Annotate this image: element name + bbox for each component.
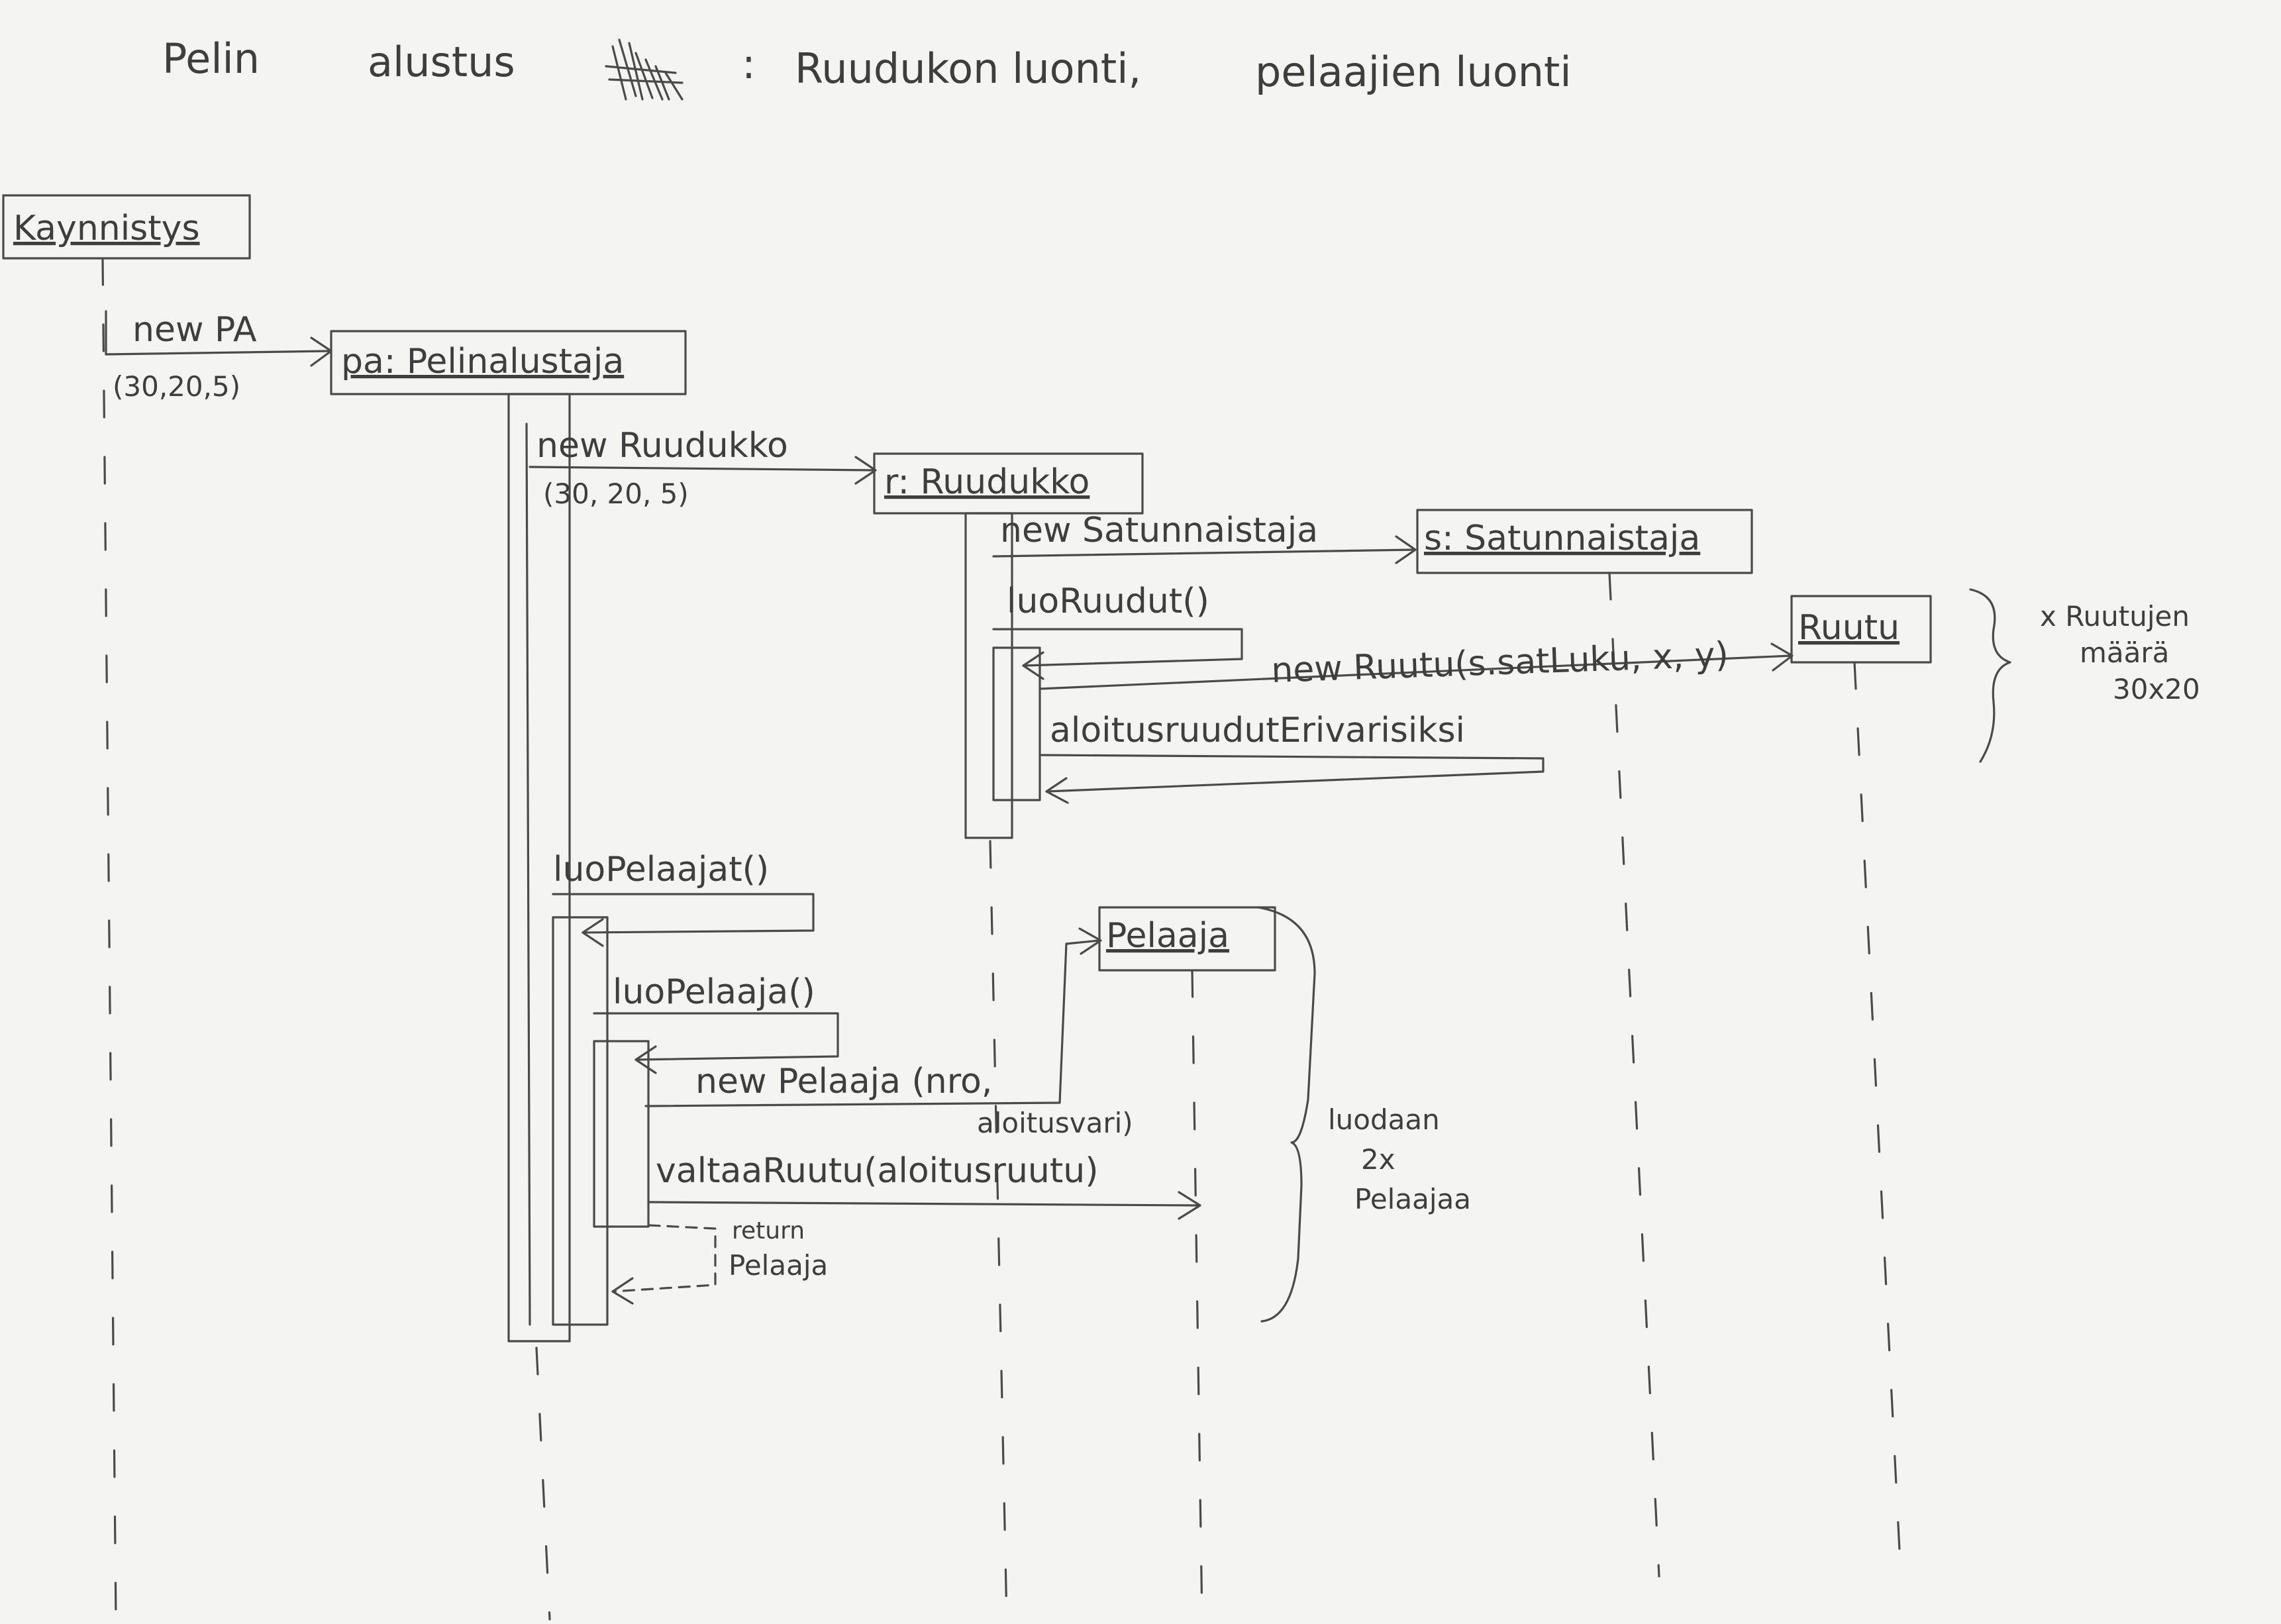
msg-luo-pelaaja: luoPelaaja() (613, 972, 815, 1012)
message-new-ruutu: new Ruutu(s.satLuku, x, y) (1039, 635, 1794, 691)
activation-luo-ruudut (992, 646, 1041, 801)
msg-new-ruudukko-args: (30, 20, 5) (543, 478, 689, 510)
scribble-mark (605, 38, 684, 101)
note-ruutujen-line3: 30x20 (2113, 673, 2200, 705)
brace-pelaaja (1257, 906, 1316, 1323)
lifeline-kaynnistys (101, 257, 117, 1621)
message-aloitusruudut: aloitusruudutErivarisiksi (1039, 711, 1545, 804)
activation-ruudukko (964, 512, 1013, 839)
note-luodaan: luodaan 2x Pelaajaa (1257, 906, 1471, 1323)
arrow-new-ruutu (1039, 654, 1793, 690)
msg-aloitusruudut: aloitusruudutErivarisiksi (1050, 711, 1465, 750)
message-new-pelaaja: new Pelaaja (nro, aloitusvari) (644, 927, 1133, 1139)
activation-luo-pelaaja (593, 1040, 650, 1228)
note-ruutujen-line1: x Ruutujen (2040, 600, 2190, 633)
actor-ruutu: Ruutu (1790, 595, 1932, 1578)
msg-new-pelaaja-args: aloitusvari) (977, 1107, 1133, 1139)
title-colon: : (742, 40, 756, 88)
actor-kaynnistys-label: Kaynnistys (13, 209, 200, 248)
msg-new-pa: new PA (132, 310, 257, 350)
diagram-title: Pelin alustus : Ruudukon luonti, pelaaji… (162, 34, 1572, 101)
arrow-new-pa (105, 350, 331, 356)
message-luo-ruudut: luoRuudut() (992, 582, 1243, 801)
arrow-valtaa-ruutu (648, 1201, 1200, 1207)
msg-new-ruudukko: new Ruudukko (536, 426, 788, 466)
actor-satunnaistaja: s: Satunnaistaja (1416, 509, 1753, 1578)
brace-ruutu (1969, 588, 2011, 763)
actor-pelaaja-label: Pelaaja (1106, 916, 1229, 956)
title-ruudukon-luonti: Ruudukon luonti, (795, 44, 1141, 93)
actor-ruudukko: r: Ruudukko (873, 452, 1144, 1621)
actor-ruudukko-label: r: Ruudukko (884, 462, 1090, 502)
msg-return: return (732, 1217, 805, 1244)
msg-new-pa-args: (30,20,5) (113, 370, 240, 403)
arrow-new-satunnaistaja (992, 548, 1415, 558)
actor-ruutu-box (1790, 595, 1932, 664)
message-luo-pelaajat: luoPelaajat() (552, 850, 815, 1326)
message-valtaa-ruutu: valtaaRuutu(aloitusruutu) (648, 1151, 1201, 1220)
message-new-ruudukko: new Ruudukko (30, 20, 5) (529, 426, 877, 510)
arrow-return (611, 1224, 717, 1293)
arrow-new-ruudukko (529, 466, 876, 472)
lifeline-pelaaja (1191, 969, 1203, 1621)
note-ruutujen-maara: x Ruutujen määrä 30x20 (1969, 588, 2200, 763)
activation-pelinalustaja (507, 393, 571, 1343)
message-return: return Pelaaja (611, 1217, 828, 1305)
lifeline-ruutu (1853, 661, 1902, 1578)
actor-satunnaistaja-box (1416, 509, 1753, 574)
actor-pelaaja-box (1098, 906, 1276, 972)
msg-luo-pelaajat: luoPelaajat() (553, 850, 769, 889)
msg-luo-ruudut: luoRuudut() (1007, 582, 1209, 621)
title-pelin: Pelin (162, 34, 260, 83)
actor-pelinalustaja-label: pa: Pelinalustaja (341, 342, 624, 381)
note-ruutujen-line2: määrä (2080, 636, 2169, 669)
actor-satunnaistaja-label: s: Satunnaistaja (1424, 519, 1700, 558)
lifeline-pelinalustaja (535, 1346, 551, 1621)
lifeline-ruudukko (989, 840, 1008, 1621)
actor-ruutu-label: Ruutu (1798, 608, 1900, 648)
note-luodaan-line2: 2x (1361, 1143, 1395, 1176)
title-alustus: alustus (368, 38, 515, 86)
actor-pelaaja: Pelaaja (1098, 906, 1276, 1621)
actor-pelinalustaja: pa: Pelinalustaja (330, 330, 687, 1621)
actor-kaynnistys: Kaynnistys (2, 194, 251, 1621)
msg-valtaa-ruutu: valtaaRuutu(aloitusruutu) (656, 1151, 1098, 1191)
activation-luo-pelaajat (552, 916, 609, 1326)
actor-kaynnistys-box (2, 194, 251, 260)
msg-new-ruutu: new Ruutu(s.satLuku, x, y) (1270, 635, 1729, 691)
arrow-new-pelaaja (644, 939, 1101, 1107)
note-luodaan-line3: Pelaajaa (1354, 1183, 1471, 1215)
lifeline-satunnaistaja (1608, 572, 1660, 1578)
message-luo-pelaaja: luoPelaaja() (593, 972, 839, 1228)
message-new-satunnaistaja: new Satunnaistaja (992, 511, 1417, 564)
note-luodaan-line1: luodaan (1328, 1103, 1440, 1136)
msg-new-satunnaistaja: new Satunnaistaja (1000, 511, 1318, 550)
msg-return-pelaaja: Pelaaja (729, 1249, 828, 1282)
msg-new-pelaaja: new Pelaaja (nro, (695, 1062, 992, 1101)
title-pelaajien-luonti: pelaajien luonti (1255, 48, 1572, 96)
message-new-pa: new PA (30,20,5) (105, 310, 332, 403)
